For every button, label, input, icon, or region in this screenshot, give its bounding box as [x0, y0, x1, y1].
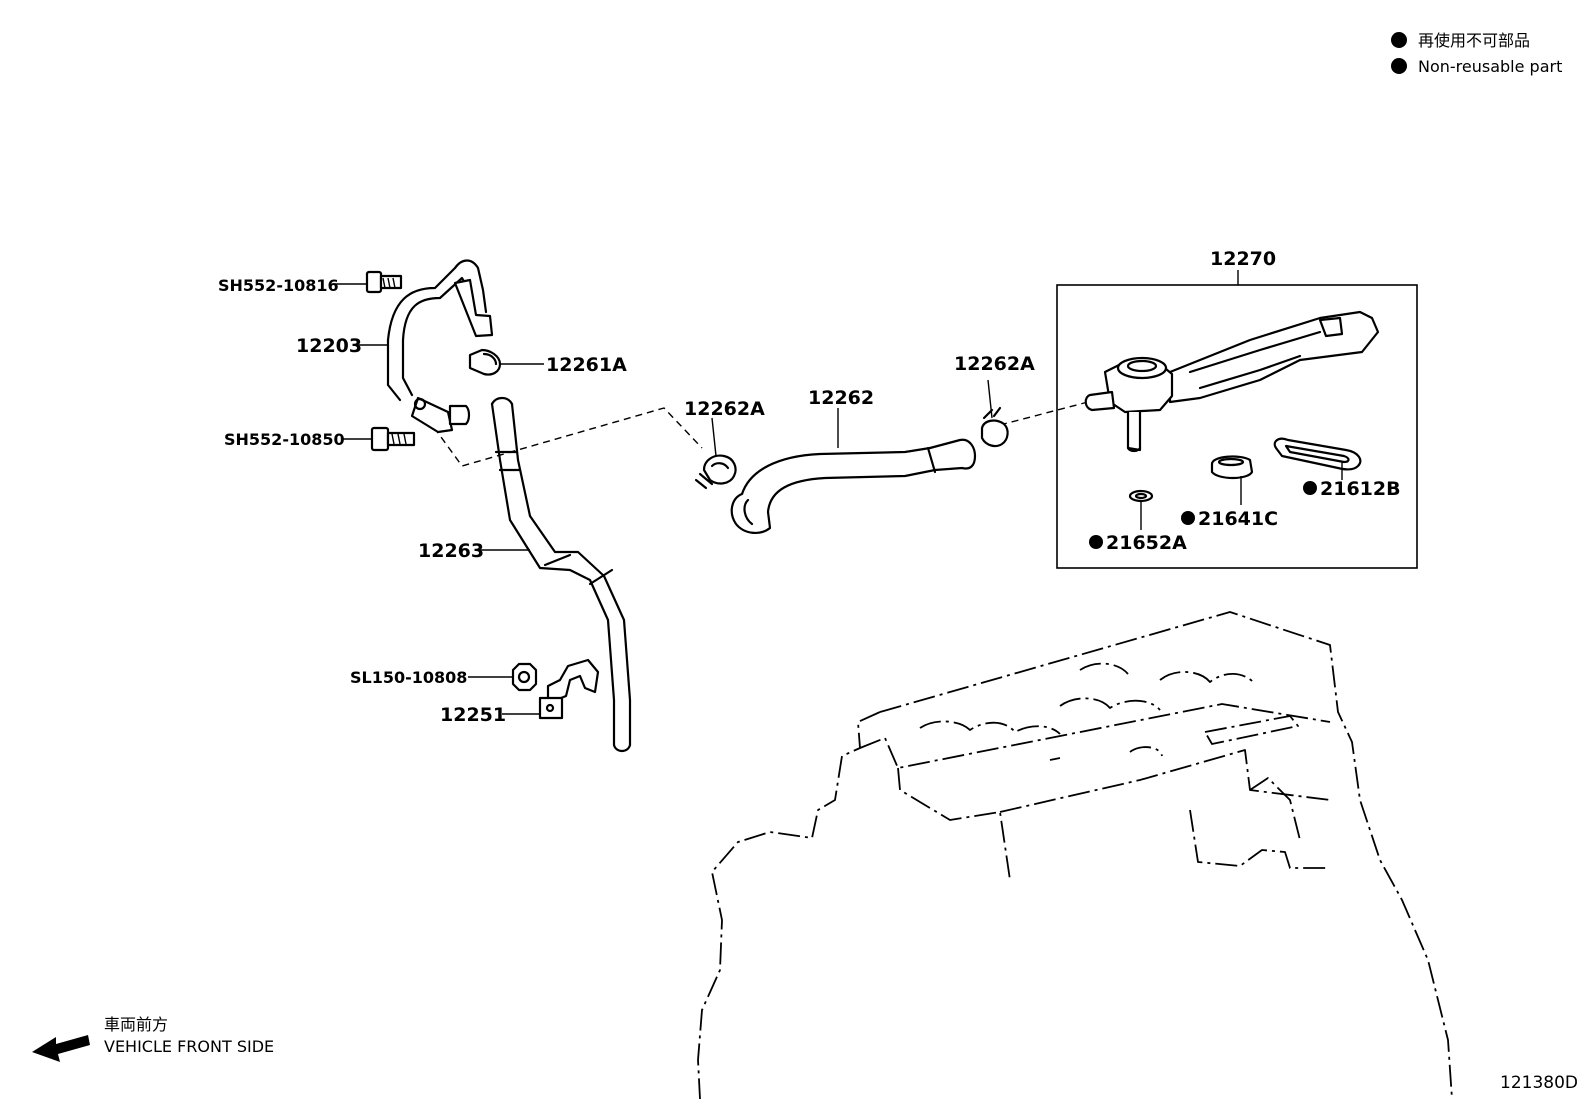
- front-jp: 車両前方: [104, 1015, 168, 1034]
- legend-jp: 再使用不可部品: [1418, 31, 1530, 50]
- label-21652a: 21652A: [1106, 532, 1187, 554]
- label-12203: 12203: [296, 335, 362, 357]
- hose-12263: [490, 396, 632, 753]
- clamp-12262a-right: [980, 406, 1009, 448]
- gasket-21612b: [1273, 437, 1362, 471]
- bullet-icon: [1181, 511, 1195, 525]
- legend-en: Non-reusable part: [1418, 57, 1562, 76]
- nut-sl150-10808: [511, 662, 538, 692]
- front-en: VEHICLE FRONT SIDE: [104, 1037, 274, 1056]
- diagram-id: 121380D: [1500, 1073, 1578, 1093]
- left-arrow-icon: [32, 1035, 90, 1062]
- bullet-icon: [1089, 535, 1103, 549]
- engine-outline: [697, 611, 1453, 1099]
- part-12270-unit: [1084, 310, 1380, 453]
- label-21641c: 21641C: [1198, 508, 1278, 530]
- legend: 再使用不可部品 Non-reusable part: [1391, 31, 1562, 76]
- label-21612b: 21612B: [1320, 478, 1401, 500]
- label-12262: 12262: [808, 387, 874, 409]
- label-sl150-10808: SL150-10808: [350, 668, 467, 687]
- oring-21652a: [1128, 489, 1154, 503]
- label-sh552-10850: SH552-10850: [224, 430, 345, 449]
- clamp-12262a-left: [694, 454, 737, 490]
- label-12270: 12270: [1210, 248, 1276, 270]
- label-12262a-left: 12262A: [684, 398, 765, 420]
- label-12262a-right: 12262A: [954, 353, 1035, 375]
- bolt-sh552-10850: [370, 426, 416, 452]
- clip-12261a: [468, 348, 502, 376]
- label-12261a: 12261A: [546, 354, 627, 376]
- clamp-12251: [538, 658, 600, 720]
- label-12263: 12263: [418, 540, 484, 562]
- label-12251: 12251: [440, 704, 506, 726]
- bullet-icon: [1303, 481, 1317, 495]
- part-12203-pipe: [386, 259, 494, 434]
- seal-21641c: [1210, 455, 1254, 480]
- label-sh552-10816: SH552-10816: [218, 276, 339, 295]
- leader-lines: [335, 283, 1343, 715]
- bolt-sh552-10816: [365, 270, 403, 294]
- assembly-12270-box: [1056, 270, 1418, 569]
- part-labels: 12270 SH552-10816 12203 12261A SH552-108…: [218, 248, 1401, 726]
- legend-bullet-icon: [1391, 32, 1407, 48]
- vehicle-front-indicator: 車両前方 VEHICLE FRONT SIDE: [32, 1015, 274, 1062]
- assembly-lines: [419, 401, 1089, 467]
- legend-bullet-icon: [1391, 58, 1407, 74]
- hose-12262: [730, 438, 977, 534]
